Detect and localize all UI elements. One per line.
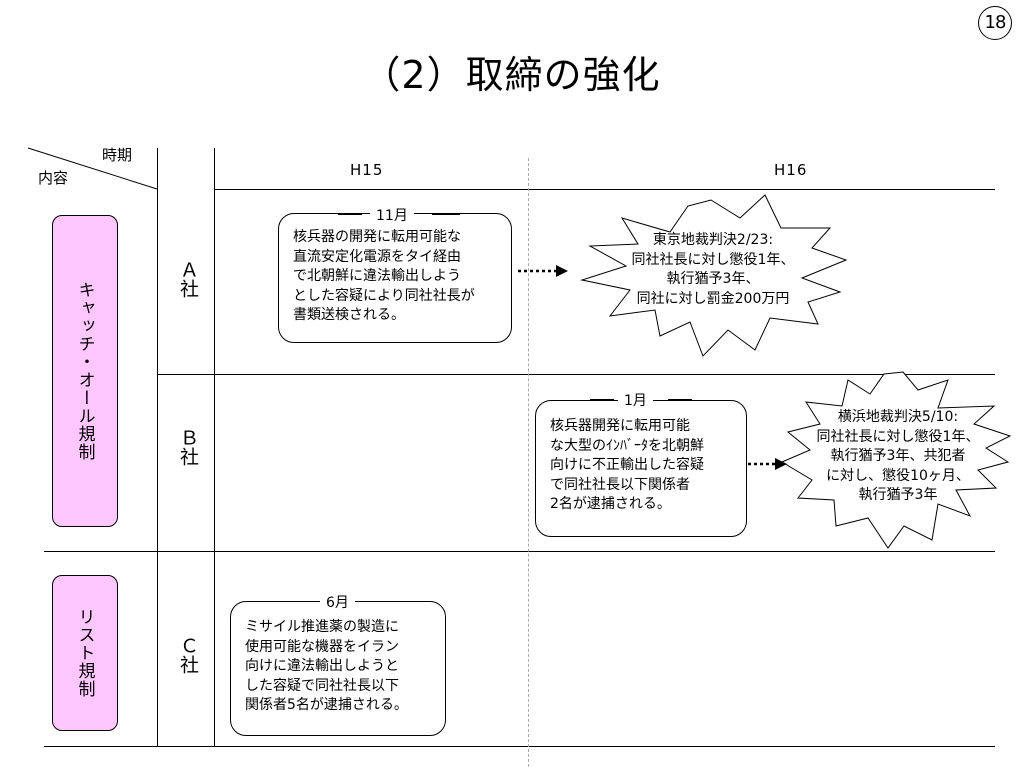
header-content-label: 内容: [38, 169, 69, 187]
row-divider-bc: [44, 551, 995, 552]
company-label-c: Ｃ社: [177, 636, 199, 674]
year-label-h16: H16: [774, 161, 808, 179]
event-month-label: 1月: [618, 390, 653, 410]
event-month-label: 6月: [320, 592, 355, 612]
year-label-h15: H15: [350, 161, 384, 179]
year-divider: [528, 158, 529, 767]
event-month-label: 11月: [370, 205, 414, 225]
column-divider-company: [157, 148, 158, 746]
verdict-burst-shape-2: [780, 371, 1012, 549]
company-label-a: Ａ社: [177, 260, 199, 298]
table-top-border: [214, 189, 995, 190]
month-rule-right: [374, 601, 402, 602]
table-bottom-border: [44, 746, 995, 747]
row-divider-ab: [157, 374, 995, 375]
category-label: リスト規制: [74, 608, 95, 698]
event-box-company-a: 核兵器の開発に転用可能な 直流安定化電源をタイ経由 で北朝鮮に違法輸出しよう と…: [278, 213, 512, 343]
page-title: （2）取締の強化: [362, 53, 661, 97]
month-rule-right: [668, 399, 692, 400]
event-box-company-b: 核兵器開発に転用可能 な大型のｲﾝﾊﾞｰﾀを北朝鮮 向けに不正輸出した容疑 で同…: [535, 400, 747, 537]
arrow-head-a: [556, 265, 568, 277]
header-diagonal-line: [27, 147, 158, 190]
verdict-text-company-a: 東京地裁判決2/23: 同社社長に対し懲役1年、 執行猶予3年、 同社に対し罰金…: [631, 232, 795, 307]
company-label-b: Ｂ社: [177, 428, 199, 466]
month-rule-right: [432, 214, 460, 215]
category-catch-all-regulation: キャッチ・オール規制: [52, 215, 118, 527]
event-box-company-c: ミサイル推進薬の製造に 使用可能な機器をイラン 向けに違法輸出しようと した容疑…: [230, 601, 446, 736]
month-rule-left: [590, 399, 614, 400]
column-divider-timeline: [214, 148, 215, 746]
category-list-regulation: リスト規制: [52, 575, 118, 731]
verdict-text-company-b: 横浜地裁判決5/10: 同社社長に対し懲役1年、 執行猶予3年、共犯者 に対し、…: [816, 409, 980, 503]
page-number-badge: 18: [978, 6, 1012, 40]
month-rule-left: [290, 601, 316, 602]
month-rule-left: [338, 214, 362, 215]
category-label: キャッチ・オール規制: [74, 281, 95, 461]
header-period-label: 時期: [102, 146, 133, 164]
verdict-burst-shape-1: [580, 194, 848, 357]
arrow-head-b: [775, 458, 787, 470]
